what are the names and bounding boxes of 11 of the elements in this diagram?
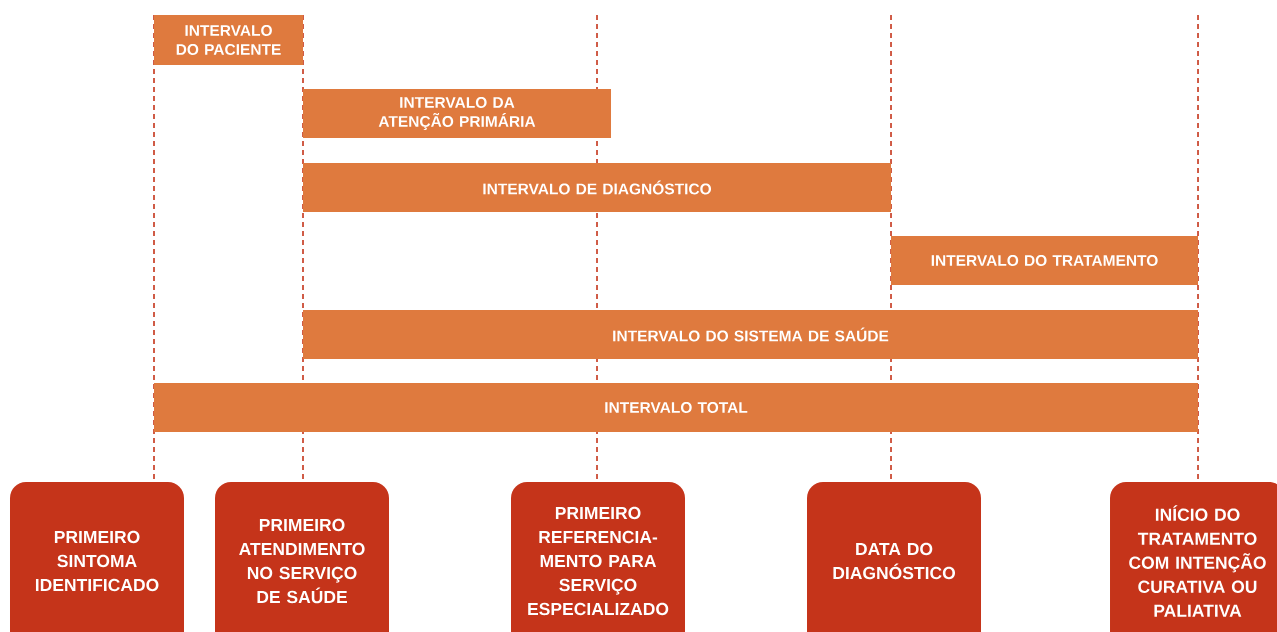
milestone-box: PRIMEIRO SINTOMA IDENTIFICADO — [10, 482, 184, 632]
milestone-box: PRIMEIRO ATENDIMENTO NO SERVIÇO DE SAÚDE — [215, 482, 389, 632]
interval-bar: INTERVALO TOTAL — [154, 383, 1198, 432]
milestone-box: INÍCIO DO TRATAMENTO COM INTENÇÃO CURATIVA OU PALIATIVA — [1110, 482, 1277, 632]
interval-bar: INTERVALO DE DIAGNÓSTICO — [303, 163, 891, 212]
interval-bar: INTERVALO DO SISTEMA DE SAÚDE — [303, 310, 1198, 359]
interval-bar: INTERVALO DO TRATAMENTO — [891, 236, 1198, 285]
milestone-box: DATA DO DIAGNÓSTICO — [807, 482, 981, 632]
milestone-box: PRIMEIRO REFERENCIA- MENTO PARA SERVIÇO ESPECIALIZADO — [511, 482, 685, 632]
interval-bar: INTERVALO DA ATENÇÃO PRIMÁRIA — [303, 89, 611, 138]
interval-bar: INTERVALO DO PACIENTE — [154, 15, 303, 65]
